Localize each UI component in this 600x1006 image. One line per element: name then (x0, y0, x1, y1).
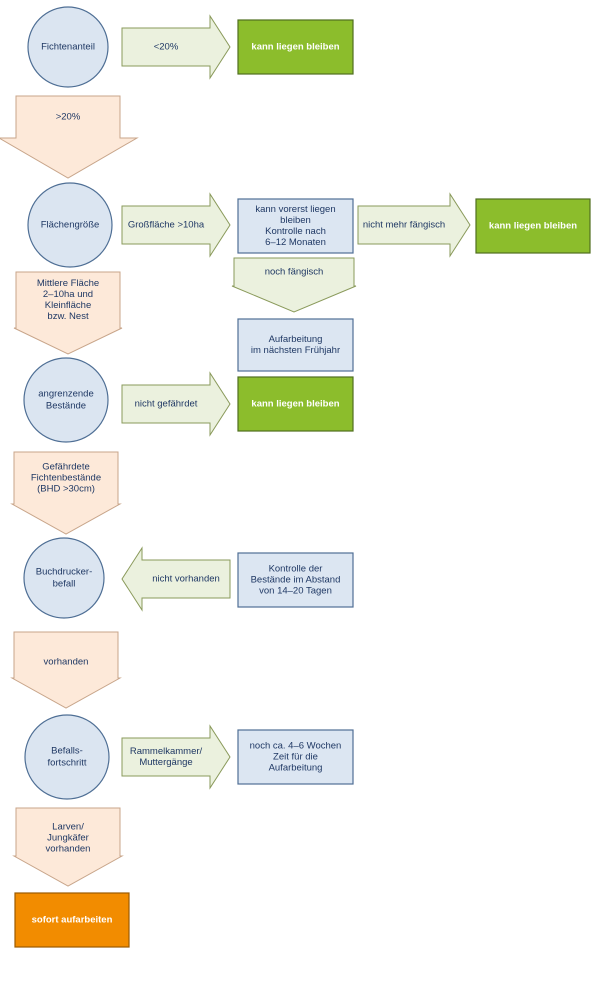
kontrolle-bestaende-label-line-2: Bestände im Abstand (251, 575, 341, 586)
angrenzende-circle (23, 357, 109, 443)
buchdrucker-circle (23, 537, 105, 619)
kann-liegen-bleiben-3-label: kann liegen bleiben (251, 399, 339, 410)
nicht-vorhanden-arrow-label: nicht vorhanden (152, 574, 220, 585)
rammelkammer-arrow-label-line-1: Rammelkammer/ (130, 746, 203, 757)
nicht-gefaehrdet-arrow (121, 371, 231, 437)
buchdrucker-label-line-1: Buchdrucker- (36, 567, 93, 578)
flaechengroesse-circle (27, 182, 113, 268)
kann-liegen-bleiben-3-box (237, 376, 354, 432)
mittlere-flaeche-arrow-label-line-3: Kleinfläche (45, 300, 91, 311)
aufarbeitung-fruehjahr-label-line-1: Aufarbeitung (269, 334, 323, 345)
nicht-mehr-faengisch-arrow-label: nicht mehr fängisch (363, 220, 445, 231)
lt20-arrow-label: <20% (154, 42, 179, 53)
gt20-arrow (0, 95, 139, 179)
grossflaeche-arrow (121, 192, 231, 258)
noch-wochen-label-line-2: Zeit für die (273, 752, 318, 763)
buchdrucker-label-line-2: befall (53, 578, 76, 589)
mittlere-flaeche-arrow-label-line-4: bzw. Nest (47, 311, 89, 322)
lt20-arrow (121, 14, 231, 80)
befallsfortschritt-label-line-1: Befalls- (51, 746, 83, 757)
gefaehrdete-arrow-label-line-2: Fichtenbestände (31, 473, 101, 484)
kontrolle-bestaende-label-line-1: Kontrolle der (269, 564, 323, 575)
larven-jungkaefer-arrow-label-line-1: Larven/ (52, 822, 84, 833)
kann-liegen-bleiben-2-box (475, 198, 591, 254)
vorerst-liegen-box (237, 198, 354, 254)
angrenzende-label-line-2: Bestände (46, 400, 86, 411)
mittlere-flaeche-arrow (13, 271, 123, 355)
angrenzende-label-line-1: angrenzende (38, 389, 93, 400)
nicht-gefaehrdet-arrow-label: nicht gefährdet (135, 399, 198, 410)
mittlere-flaeche-arrow-label-line-1: Mittlere Fläche (37, 278, 99, 289)
kann-liegen-bleiben-1-label: kann liegen bleiben (251, 42, 339, 53)
vorerst-liegen-label-line-2: bleiben (280, 215, 311, 226)
vorerst-liegen-label-line-1: kann vorerst liegen (255, 204, 335, 215)
vorerst-liegen-label-line-3: Kontrolle nach (265, 226, 326, 237)
fichtenanteil-label: Fichtenanteil (41, 42, 95, 53)
noch-faengisch-arrow (231, 257, 357, 313)
flaechengroesse-label: Flächengröße (41, 220, 100, 231)
sofort-aufarbeiten-label: sofort aufarbeiten (32, 915, 113, 926)
befallsfortschritt-circle (24, 714, 110, 800)
sofort-aufarbeiten-box (14, 892, 130, 948)
gefaehrdete-arrow-label-line-3: (BHD >30cm) (37, 484, 95, 495)
vorerst-liegen-label-line-4: 6–12 Monaten (265, 237, 326, 248)
aufarbeitung-fruehjahr-box (237, 318, 354, 372)
fichtenanteil-circle (27, 6, 109, 88)
grossflaeche-arrow-label: Großfläche >10ha (128, 220, 205, 231)
vorhanden-arrow (10, 631, 122, 709)
noch-wochen-box (237, 729, 354, 785)
vorhanden-arrow-label: vorhanden (44, 657, 89, 668)
kontrolle-bestaende-box (237, 552, 354, 608)
nicht-vorhanden-arrow (121, 546, 231, 612)
rammelkammer-arrow-label-line-2: Muttergänge (139, 757, 192, 768)
kann-liegen-bleiben-1-box (237, 19, 354, 75)
larven-jungkaefer-arrow (12, 807, 124, 887)
aufarbeitung-fruehjahr-label-line-2: im nächsten Frühjahr (251, 345, 340, 356)
kontrolle-bestaende-label-line-3: von 14–20 Tagen (259, 586, 332, 597)
befallsfortschritt-label-line-2: fortschritt (47, 757, 86, 768)
larven-jungkaefer-arrow-label-line-3: vorhanden (46, 844, 91, 855)
mittlere-flaeche-arrow-label-line-2: 2–10ha und (43, 289, 93, 300)
kann-liegen-bleiben-2-label: kann liegen bleiben (489, 221, 577, 232)
gt20-arrow-label: >20% (56, 112, 81, 123)
rammelkammer-arrow (121, 724, 231, 790)
gefaehrdete-arrow (10, 451, 122, 535)
nicht-mehr-faengisch-arrow (357, 192, 471, 258)
gefaehrdete-arrow-label-line-1: Gefährdete (42, 462, 90, 473)
noch-faengisch-arrow-label: noch fängisch (265, 267, 324, 278)
noch-wochen-label-line-3: Aufarbeitung (269, 763, 323, 774)
noch-wochen-label-line-1: noch ca. 4–6 Wochen (250, 741, 342, 752)
larven-jungkaefer-arrow-label-line-2: Jungkäfer (47, 833, 89, 844)
